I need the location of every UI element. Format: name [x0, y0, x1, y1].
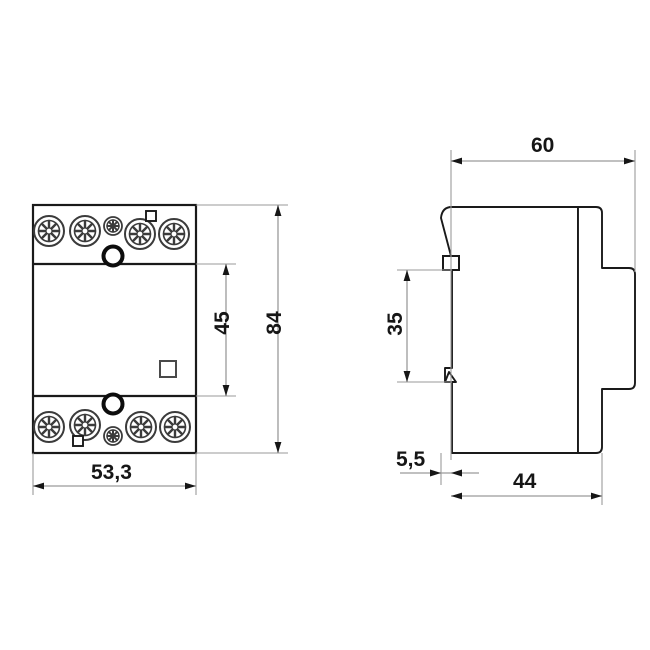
terminal-screw-icon — [33, 411, 65, 443]
terminal-screw-icon — [69, 215, 101, 247]
marker-square-icon — [72, 435, 84, 447]
terminal-screw-icon — [158, 218, 190, 250]
arrow-5-5-right — [451, 469, 462, 477]
front-view-dimensions — [32, 204, 288, 495]
side-housing-body — [440, 206, 579, 454]
arrow-5-5-left — [430, 469, 441, 477]
front-center-square-icon — [159, 360, 177, 378]
indicator-ring-icon — [101, 244, 125, 268]
side-view-dimensions — [397, 150, 636, 505]
terminal-screw-icon — [159, 411, 191, 443]
small-screw-icon — [103, 216, 123, 236]
marker-square-icon — [145, 210, 157, 222]
front-bottom-terminal-row — [33, 392, 191, 447]
dim-label-side-rail-offset: 5,5 — [396, 448, 426, 471]
terminal-screw-icon — [69, 409, 101, 441]
side-stepped-profile — [578, 206, 636, 454]
front-top-terminal-row — [33, 210, 190, 268]
dim-label-front-width: 53,3 — [91, 461, 132, 484]
dim-label-side-rail-height: 35 — [384, 312, 407, 336]
dim-label-front-inner-height: 45 — [211, 311, 234, 335]
small-screw-icon — [103, 426, 123, 446]
dim-label-front-total-height: 84 — [263, 311, 286, 335]
terminal-screw-icon — [124, 218, 156, 250]
front-view — [31, 203, 198, 455]
terminal-screw-icon — [125, 411, 157, 443]
side-view — [440, 206, 636, 454]
dim-label-side-total-depth: 60 — [531, 134, 555, 157]
dim-label-side-body-depth: 44 — [513, 470, 537, 493]
indicator-ring-icon — [101, 392, 125, 416]
terminal-screw-icon — [33, 215, 65, 247]
